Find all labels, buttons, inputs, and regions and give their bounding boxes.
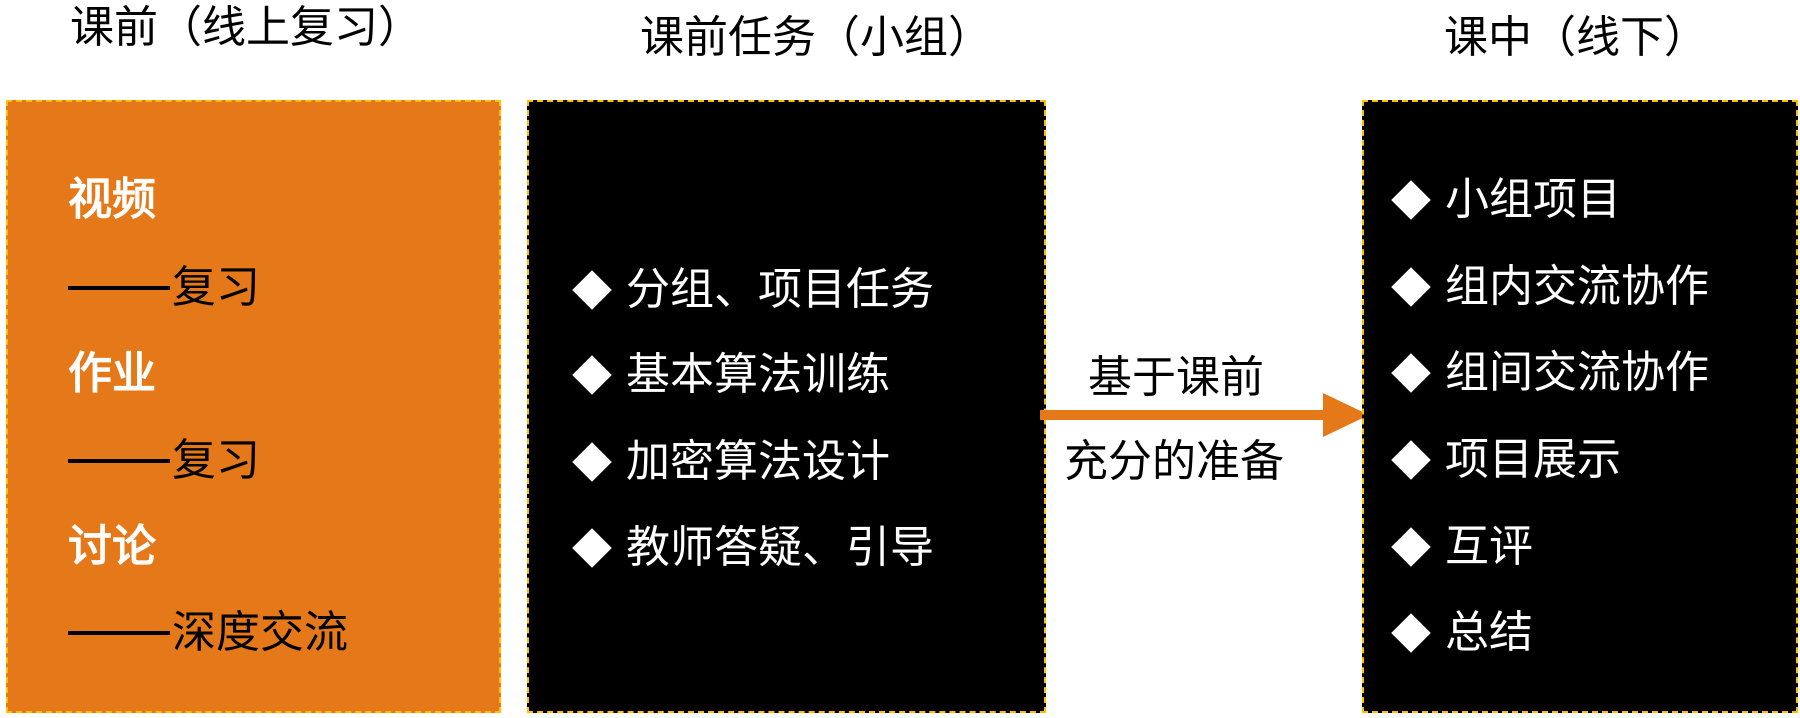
item-detail: 深度交流 [68, 607, 348, 659]
list-item: 总结 [1389, 607, 1533, 659]
list-item-text: 组内交流协作 [1445, 261, 1709, 312]
list-item: 教师答疑、引导 [570, 522, 934, 574]
list-item-text: 分组、项目任务 [626, 264, 934, 315]
list-item: 基本算法训练 [570, 349, 890, 401]
list-item-text: 加密算法设计 [626, 436, 890, 487]
list-item-text: 互评 [1445, 521, 1533, 572]
list-item: 项目展示 [1389, 434, 1621, 486]
list-item-text: 总结 [1445, 607, 1533, 658]
list-item: 小组项目 [1389, 174, 1621, 226]
list-item-text: 项目展示 [1445, 434, 1621, 485]
item-title: 作业 [68, 348, 156, 399]
list-item-text: 教师答疑、引导 [626, 522, 934, 573]
arrow-label-line1: 基于课前 [1088, 352, 1264, 403]
dash-icon [68, 286, 170, 290]
list-item: 组内交流协作 [1389, 261, 1709, 313]
item-detail: 复习 [68, 435, 260, 487]
dash-icon [68, 631, 170, 635]
item-detail: 复习 [68, 262, 260, 314]
list-item-text: 基本算法训练 [626, 349, 890, 400]
diamond-bullet-icon [1391, 180, 1431, 220]
header-pre-online: 课前（线上复习） [70, 2, 422, 53]
diamond-bullet-icon [572, 528, 612, 568]
diamond-bullet-icon [1391, 353, 1431, 393]
list-item: 加密算法设计 [570, 436, 890, 488]
list-item: 互评 [1389, 521, 1533, 573]
pre-online-box [6, 100, 501, 713]
item-detail-text: 复习 [172, 262, 260, 313]
list-item: 组间交流协作 [1389, 347, 1709, 399]
diamond-bullet-icon [572, 270, 612, 310]
item-title: 讨论 [68, 521, 156, 572]
diamond-bullet-icon [1391, 613, 1431, 653]
pre-task-box [527, 100, 1046, 713]
diamond-bullet-icon [1391, 267, 1431, 307]
diamond-bullet-icon [572, 355, 612, 395]
diamond-bullet-icon [1391, 440, 1431, 480]
header-pre-task: 课前任务（小组） [640, 12, 992, 63]
header-in-class: 课中（线下） [1444, 12, 1708, 63]
arrow-label-line2: 充分的准备 [1064, 436, 1284, 487]
list-item-text: 组间交流协作 [1445, 347, 1709, 398]
list-item: 分组、项目任务 [570, 264, 934, 316]
item-detail-text: 深度交流 [172, 607, 348, 658]
arrow-shaft [1040, 410, 1330, 420]
dash-icon [68, 459, 170, 463]
diamond-bullet-icon [1391, 527, 1431, 567]
item-detail-text: 复习 [172, 435, 260, 486]
arrow-right-icon [1323, 393, 1369, 437]
in-class-box [1362, 100, 1798, 713]
list-item-text: 小组项目 [1445, 174, 1621, 225]
diamond-bullet-icon [572, 442, 612, 482]
item-title: 视频 [68, 174, 156, 225]
